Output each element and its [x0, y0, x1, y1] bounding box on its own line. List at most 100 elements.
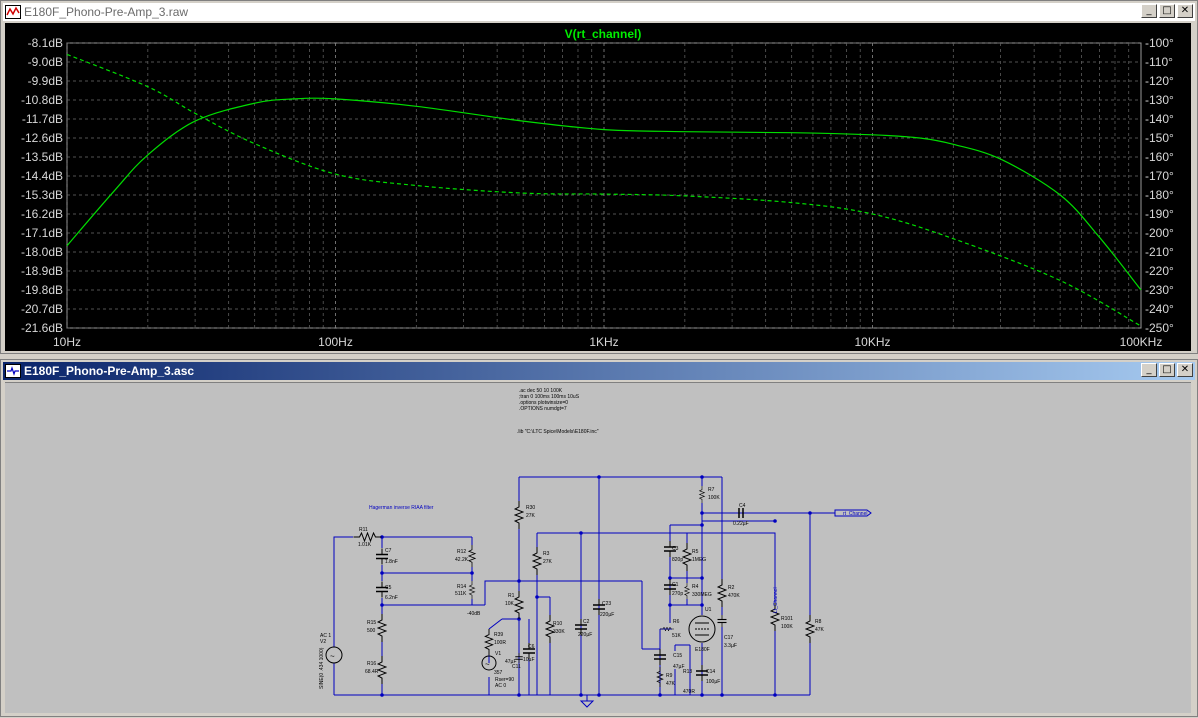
label-R5: R5: [692, 549, 699, 555]
label-R13: R13: [683, 669, 692, 675]
close-button[interactable]: ✕: [1177, 4, 1193, 18]
component-labels: R11 1.01K C7 1.8nF C5 6.2nF R12 42.2K R1…: [319, 487, 867, 695]
plot-window-controls: _ □ ✕: [1141, 4, 1193, 18]
trace-label[interactable]: V(rt_channel): [565, 27, 642, 41]
value-R2: 470K: [728, 593, 740, 599]
y-right-tick-label: -140°: [1145, 112, 1174, 126]
value-V2: AC 1: [320, 633, 331, 639]
value-R3: 27K: [543, 559, 553, 565]
label-R14: R14: [457, 584, 466, 590]
x-tick-label: 10KHz: [854, 335, 890, 349]
y-left-tick-label: -20.7dB: [21, 302, 63, 316]
bode-chart[interactable]: -8.1dB-9.0dB-9.9dB-10.8dB-11.7dB-12.6dB-…: [5, 23, 1191, 351]
ground-symbol: [579, 695, 595, 708]
svg-text:~: ~: [485, 660, 490, 669]
y-right-tick-label: -200°: [1145, 226, 1174, 240]
maximize-button[interactable]: □: [1159, 363, 1175, 377]
label-R3: R3: [543, 551, 550, 557]
label-V2: V2: [320, 639, 326, 645]
schematic-window-titlebar[interactable]: E180F_Phono-Pre-Amp_3.asc: [3, 362, 1195, 380]
value-R4: 330MEG: [692, 592, 712, 598]
y-left-tick-label: -9.0dB: [28, 55, 63, 69]
y-left-tick-label: -21.6dB: [21, 321, 63, 335]
plot-window[interactable]: E180F_Phono-Pre-Amp_3.raw _ □ ✕ -8.1dB -9…: [0, 0, 1198, 354]
v1-rser: Rser=90: [495, 677, 514, 683]
label-U1: U1: [705, 607, 712, 613]
spice-directives[interactable]: .ac dec 50 10 100K ;tran 0 100ms 100ms 1…: [517, 388, 599, 435]
y-right-tick-label: -190°: [1145, 207, 1174, 221]
y-right-tick-label: -170°: [1145, 169, 1174, 183]
waveform-plot[interactable]: -8.1dB-9.0dB-9.9dB-10.8dB-11.7dB-12.6dB-…: [5, 23, 1191, 351]
minimize-button[interactable]: _: [1141, 363, 1157, 377]
y-right-tick-label: -250°: [1145, 321, 1174, 335]
value-R9: 47K: [666, 681, 676, 687]
y-right-tick-label: -230°: [1145, 283, 1174, 297]
value-C14: 100µF: [706, 679, 720, 685]
maximize-button[interactable]: □: [1159, 4, 1175, 18]
schematic-window-controls: _ □ ✕: [1141, 363, 1193, 377]
value-C2: 220µF: [578, 632, 592, 638]
label-R4: R4: [692, 584, 699, 590]
y-right-tick-label: -160°: [1145, 150, 1174, 164]
magnitude-trace: [66, 97, 1142, 291]
y-right-tick-label: -150°: [1145, 131, 1174, 145]
value-C3: 820p: [672, 557, 683, 563]
schematic-icon: [5, 364, 21, 378]
y-left-tick-label: -18.0dB: [21, 245, 63, 259]
y-right-tick-label: -220°: [1145, 264, 1174, 278]
label-C17: C17: [724, 635, 733, 641]
value-R101: 100K: [781, 624, 793, 630]
label-C1: C1: [672, 582, 679, 588]
value-R10: 330K: [553, 629, 565, 635]
y-left-tick-label: -18.9dB: [21, 264, 63, 278]
value-C23: 220µF: [600, 612, 614, 618]
y-left-tick-label: -8.1dB: [28, 36, 63, 50]
value-C15: 47µF: [673, 664, 685, 670]
label-R6: R6: [673, 619, 680, 625]
schematic-window[interactable]: E180F_Phono-Pre-Amp_3.asc _ □ ✕: [0, 359, 1198, 717]
y-left-tick-label: -17.1dB: [21, 226, 63, 240]
label-R15: R15: [367, 620, 376, 626]
filter-comment: Hagerman inverse RIAA filter: [369, 505, 434, 511]
y-left-tick-label: -16.2dB: [21, 207, 63, 221]
traces: [66, 53, 1142, 327]
y-left-axis: -8.1dB-9.0dB-9.9dB-10.8dB-11.7dB-12.6dB-…: [21, 36, 63, 335]
v1-ac: AC 0: [495, 683, 506, 689]
y-left-tick-label: -15.3dB: [21, 188, 63, 202]
value-C1: 270p: [672, 591, 683, 597]
waveform-icon: [5, 5, 21, 19]
value-C17: 3.3µF: [724, 643, 737, 649]
schematic-canvas[interactable]: .ac dec 50 10 100K ;tran 0 100ms 100ms 1…: [5, 382, 1191, 713]
label-V1: V1: [495, 651, 501, 657]
label-C2: C2: [583, 619, 590, 625]
component-symbols[interactable]: ~ ~: [325, 486, 872, 687]
close-button[interactable]: ✕: [1177, 363, 1193, 377]
label-R9: R9: [666, 673, 673, 679]
plot-window-titlebar[interactable]: E180F_Phono-Pre-Amp_3.raw: [3, 3, 1195, 21]
label-C5: C5: [385, 585, 392, 591]
label-C11: C11: [512, 664, 521, 670]
chart-grid: [66, 42, 1142, 329]
value-R13: 470R: [683, 689, 695, 695]
minimize-button[interactable]: _: [1141, 4, 1157, 18]
directive-line: ;tran 0 100ms 100ms 10uS: [519, 394, 580, 400]
x-tick-label: 10Hz: [53, 335, 81, 349]
junctions: [380, 475, 812, 697]
y-right-tick-label: -130°: [1145, 93, 1174, 107]
value-R5: 1MEG: [692, 557, 706, 563]
label-R2: R2: [728, 585, 735, 591]
y-left-tick-label: -14.4dB: [21, 169, 63, 183]
plot-window-title: E180F_Phono-Pre-Amp_3.raw: [24, 5, 189, 19]
lt-channel-label: Lt_Channel: [773, 587, 779, 613]
x-tick-label: 100Hz: [318, 335, 353, 349]
y-left-tick-label: -12.6dB: [21, 131, 63, 145]
directive-line: .ac dec 50 10 100K: [519, 388, 563, 394]
y-right-tick-label: -180°: [1145, 188, 1174, 202]
y-right-axis: -100°-110°-120°-130°-140°-150°-160°-170°…: [1145, 36, 1174, 335]
label-R30: R30: [526, 505, 535, 511]
schematic-drawing[interactable]: .ac dec 50 10 100K ;tran 0 100ms 100ms 1…: [5, 383, 1191, 713]
directive-line: .OPTIONS numdgt=7: [519, 406, 567, 412]
lib-directive: .lib "C:\LTC Spice\Models\E180F.inc": [517, 429, 599, 435]
value-R30: 27K: [526, 513, 536, 519]
